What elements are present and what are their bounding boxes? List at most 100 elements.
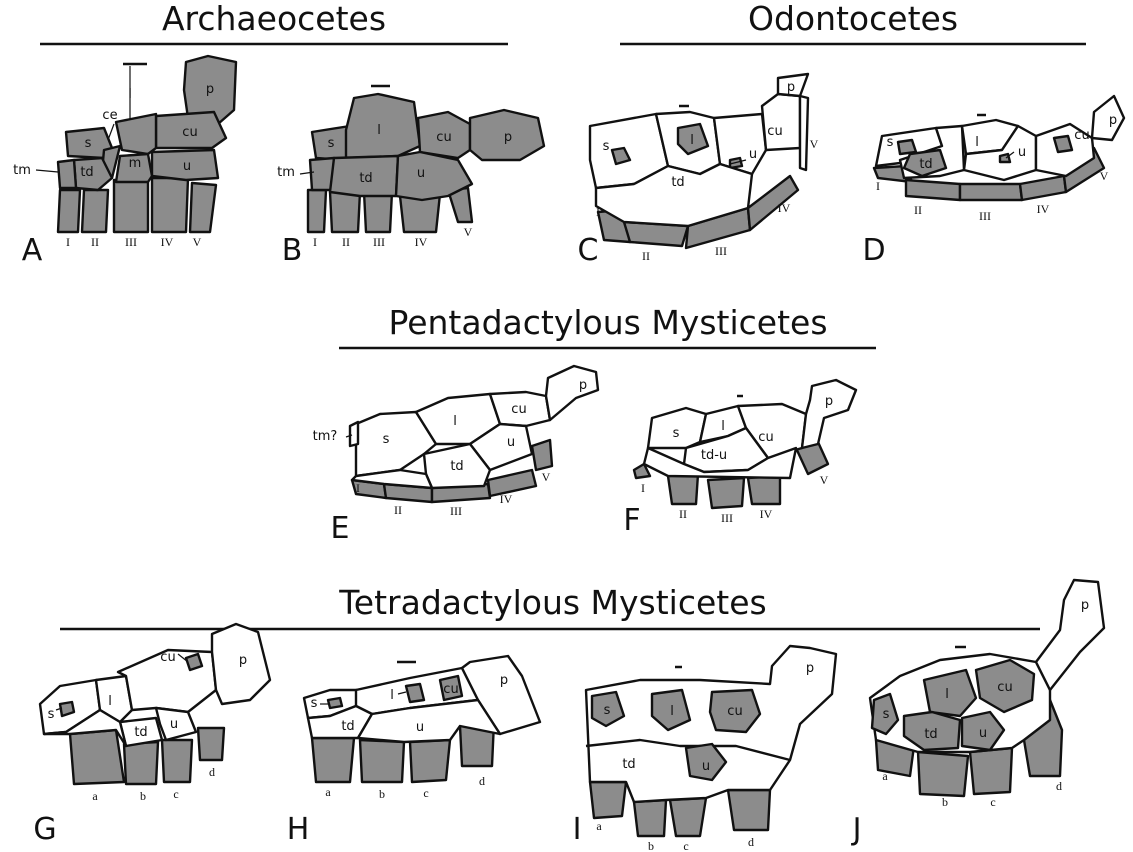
lunate-bone [116, 114, 156, 154]
digit-label: III [450, 504, 462, 518]
digit-label: b [648, 839, 654, 852]
label-scaphoid: s [603, 139, 610, 154]
digit-bone [960, 184, 1022, 200]
label-lunate: l [670, 704, 674, 719]
digit-label: I [876, 179, 880, 193]
label-trapezoid: td [359, 171, 372, 186]
digit-bone [190, 183, 216, 232]
heading-tetradactylous: Tetradactylous Mysticetes [338, 583, 767, 622]
label-ulnare: u [507, 435, 515, 450]
label-scaphoid: s [48, 707, 55, 722]
panel-label-d: D [862, 233, 885, 268]
label-lunate: l [377, 123, 381, 138]
digit-bone [58, 190, 80, 232]
panel-label-c: C [578, 233, 599, 268]
panel-label-b: B [282, 233, 303, 268]
label-lunate: l [690, 133, 694, 148]
digit-label: III [715, 244, 727, 258]
digit-bone [162, 740, 192, 782]
digit-label: I [356, 481, 360, 495]
digit-label: c [683, 839, 688, 852]
cuneiform-bone [762, 94, 800, 150]
label-pisiform: p [825, 394, 833, 409]
label-ulnare: u [416, 720, 424, 735]
label-lunate: l [945, 687, 949, 702]
digit-label: a [92, 789, 98, 803]
label-ulnare: u [417, 166, 425, 181]
label-trapezoid: td [919, 157, 932, 172]
digit-bone [634, 800, 666, 836]
label-ulnare: u [979, 726, 987, 741]
label-cuneiform: cu [1074, 128, 1089, 143]
digit-bone [670, 798, 706, 836]
label-trapezium: tm [277, 165, 295, 180]
label-ulnare: u [183, 159, 191, 174]
digit-label: II [679, 507, 687, 521]
digit-label: III [979, 209, 991, 223]
label-lunate: l [721, 419, 725, 434]
digit-label: b [140, 789, 146, 803]
label-scaphoid: s [328, 136, 335, 151]
digit-bone [728, 790, 770, 830]
digit-label: IV [778, 201, 791, 215]
pisiform-bone [1036, 580, 1104, 690]
digit-label: c [990, 795, 995, 809]
digit-label: b [379, 787, 385, 801]
label-scaphoid: s [311, 696, 318, 711]
label-trapezoid: td [924, 727, 937, 742]
scaphoid-ossification [60, 702, 74, 716]
digit-label: a [596, 819, 602, 833]
trapezium-bone [350, 422, 358, 446]
label-cuneiform: cu [436, 130, 451, 145]
digit-label: IV [500, 492, 513, 506]
digit-label: a [325, 785, 331, 799]
panel-d: s td l u cu p I II III IV V D [862, 96, 1124, 268]
label-pisiform: p [1081, 598, 1089, 613]
scaphoid-ossification [328, 698, 342, 708]
digit-bone [114, 180, 148, 232]
panel-label-h: H [287, 812, 310, 847]
panel-j: s l cu p td u a b c d J [851, 580, 1104, 847]
label-scaphoid: s [673, 426, 680, 441]
panel-label-f: F [623, 503, 640, 538]
label-trapezoid: td [622, 757, 635, 772]
leader-line [36, 170, 58, 172]
digit-label: c [423, 786, 428, 800]
digit-label: I [596, 205, 600, 219]
digit-label: d [748, 835, 754, 849]
label-cuneiform: cu [758, 430, 773, 445]
label-scaphoid: s [85, 136, 92, 151]
lunate-ossification [406, 684, 424, 702]
panel-e: s l cu p u td tm? I II III IV V E [313, 366, 598, 546]
label-trapezoid: td [134, 725, 147, 740]
digit-v-bone [800, 96, 808, 170]
label-lunate: l [390, 688, 394, 703]
digit-label: d [1056, 779, 1062, 793]
digit-bone [152, 178, 188, 232]
panel-label-g: G [33, 812, 56, 847]
ulnare-ossification [1000, 154, 1010, 162]
digit-label: a [882, 769, 888, 783]
digit-bone [308, 190, 326, 232]
digit-bone [410, 740, 450, 782]
label-trapezium-uncertain: tm? [313, 429, 338, 444]
label-scaphoid: s [383, 432, 390, 447]
digit-bone [198, 728, 224, 760]
digit-label: d [479, 774, 485, 788]
digit-bone [82, 190, 108, 232]
label-pisiform: p [239, 653, 247, 668]
digit-label: b [942, 795, 948, 809]
panel-label-a: A [22, 233, 43, 268]
digit-label: III [721, 511, 733, 525]
digit-label: d [209, 765, 215, 779]
panel-label-e: E [331, 511, 350, 546]
digit-label: IV [1037, 202, 1050, 216]
digit-bone [668, 474, 698, 504]
pisiform-bone [802, 380, 856, 448]
panel-h: s l cu p td u a b c d H [287, 656, 540, 847]
pisiform-bone [546, 366, 598, 420]
digit-bone [312, 738, 354, 782]
digit-bone [360, 740, 404, 782]
label-trapezoid: td [80, 165, 93, 180]
